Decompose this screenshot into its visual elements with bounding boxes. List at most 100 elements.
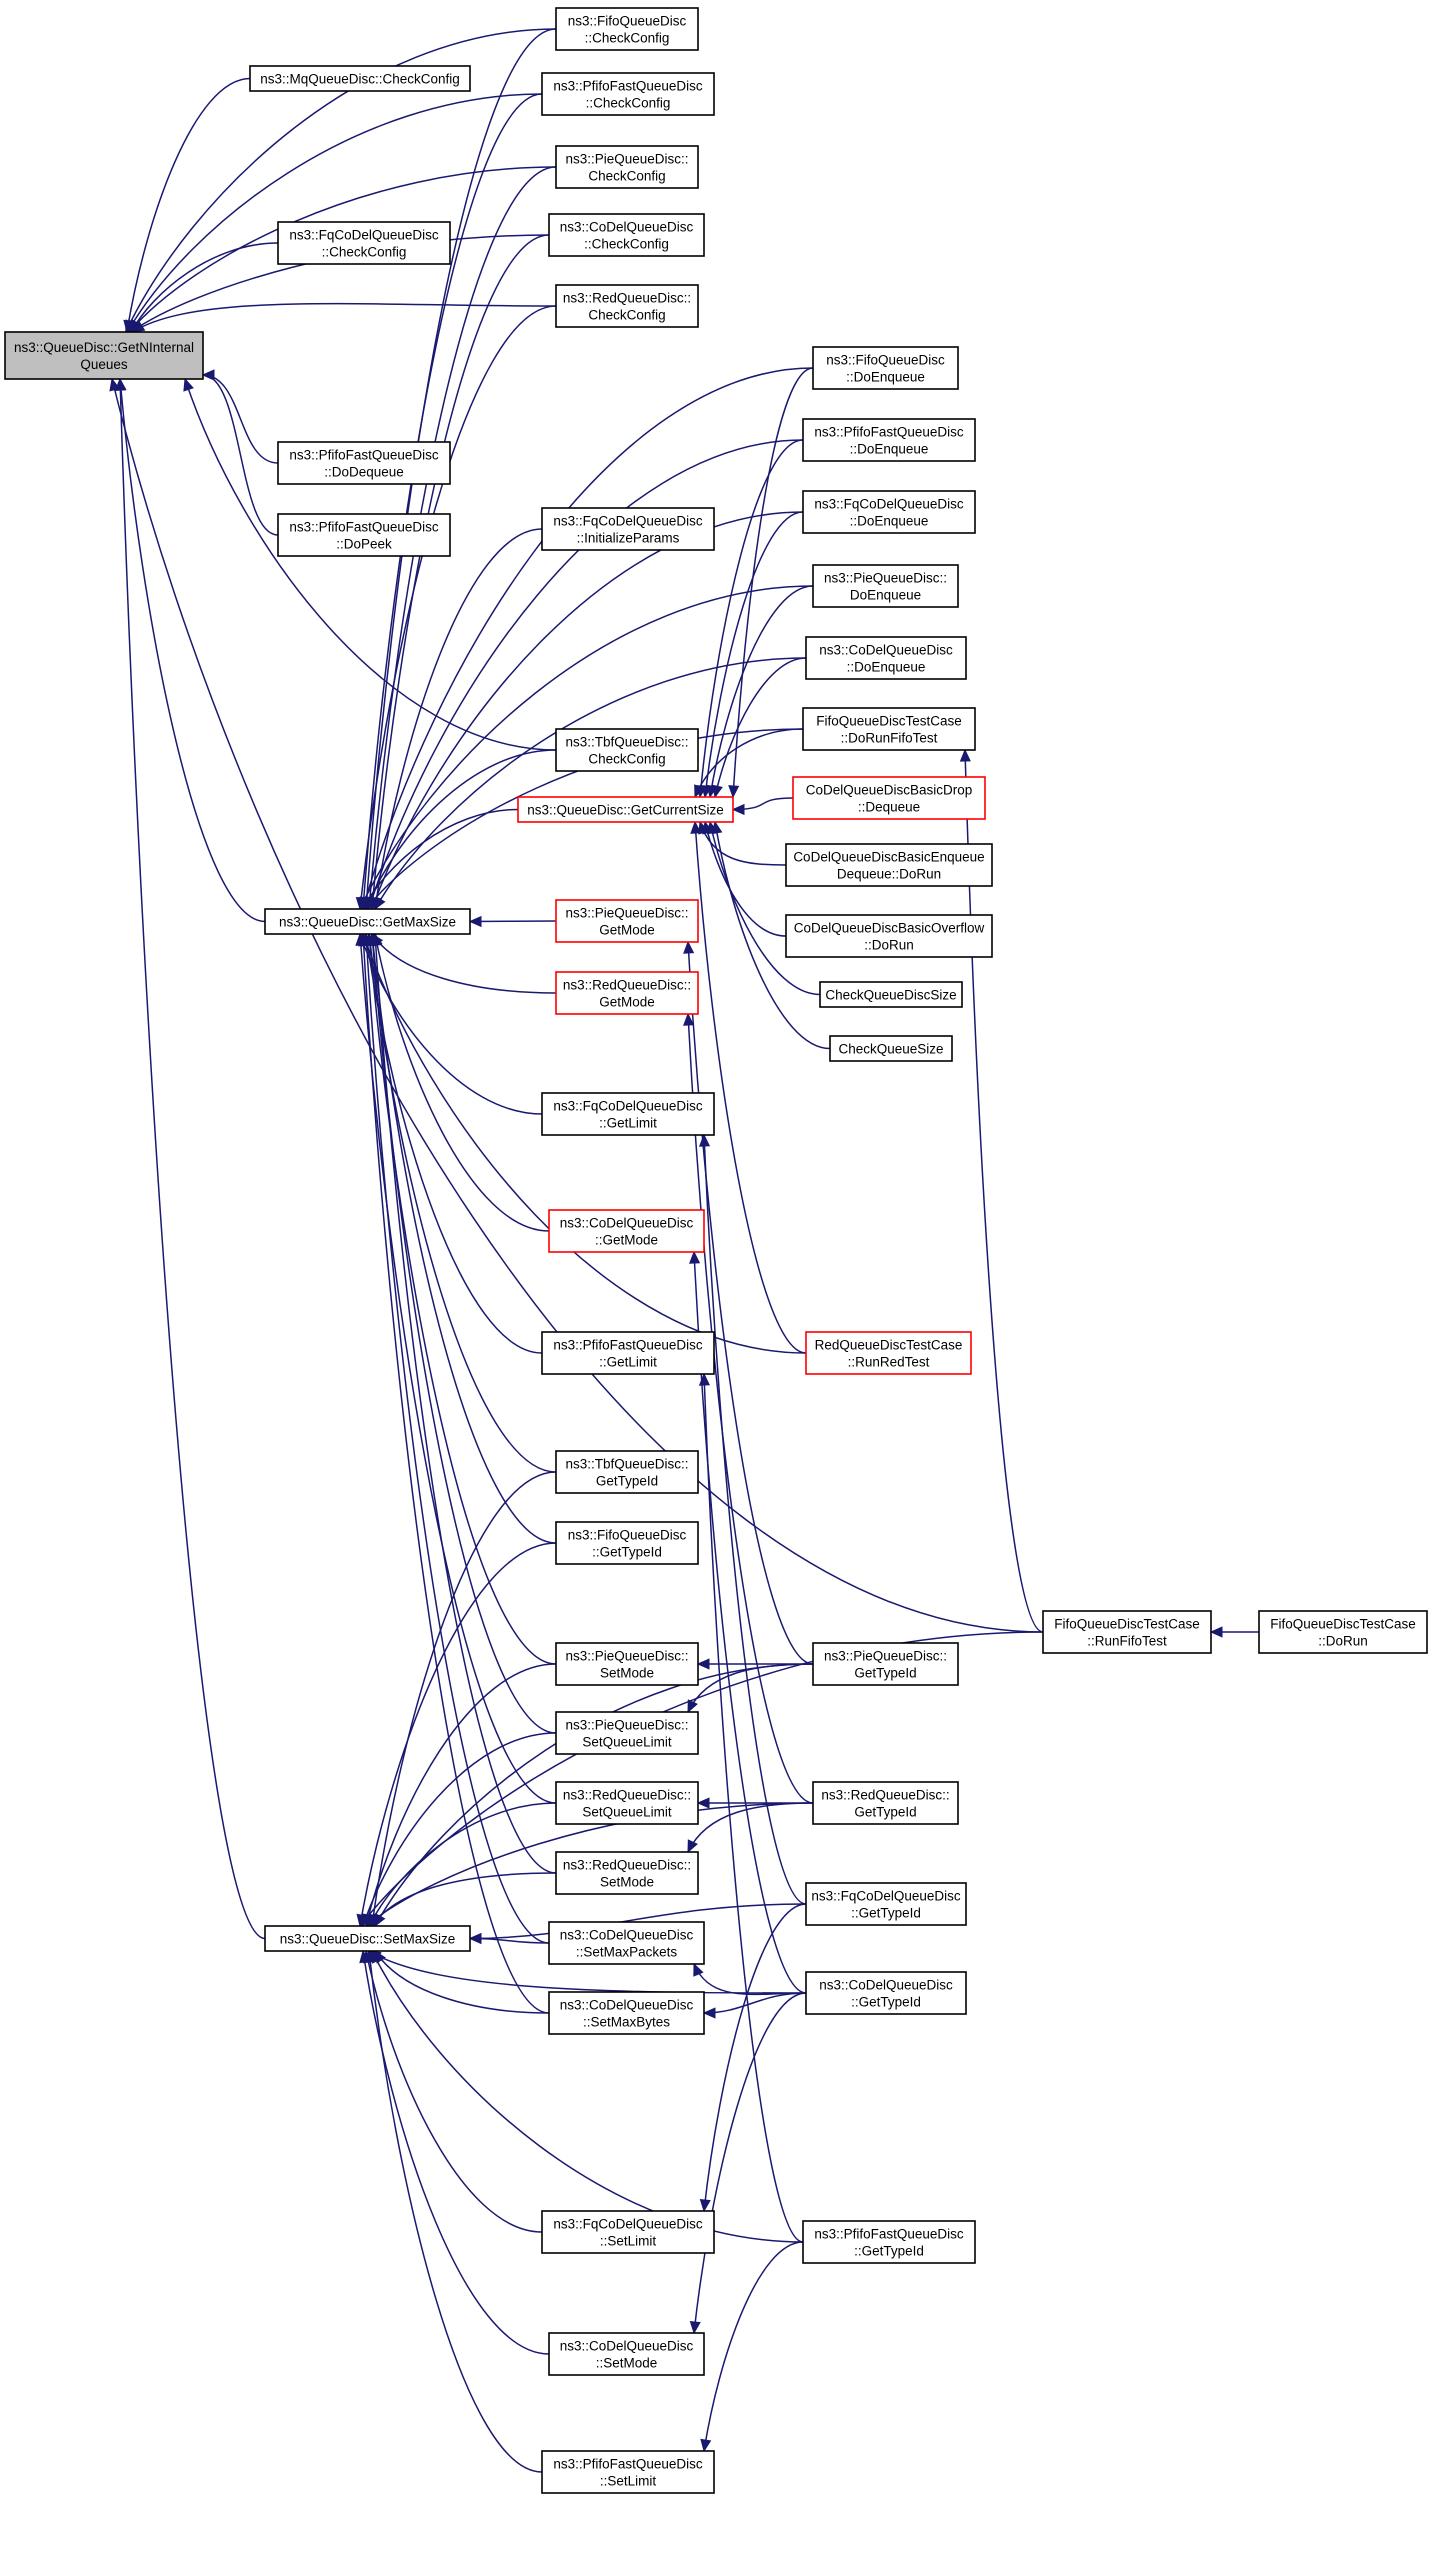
node-pf-deq[interactable]: ns3::PfifoFastQueueDisc::DoDequeue (277, 441, 451, 485)
node-box[interactable] (819, 981, 963, 1008)
node-box[interactable] (555, 1711, 699, 1755)
node-pie-gt[interactable]: ns3::PieQueueDisc::GetTypeId (812, 1642, 959, 1686)
node-box[interactable] (541, 72, 715, 116)
node-red-gm[interactable]: ns3::RedQueueDisc::GetMode (555, 971, 699, 1015)
node-box[interactable] (812, 1642, 959, 1686)
node-box[interactable] (555, 1851, 699, 1895)
node-box[interactable] (541, 1092, 715, 1136)
node-codel-cc[interactable]: ns3::CoDelQueueDisc::CheckConfig (548, 213, 705, 257)
node-box[interactable] (805, 1331, 972, 1375)
node-box[interactable] (555, 899, 699, 943)
node-box[interactable] (555, 971, 699, 1015)
node-chk-qs[interactable]: CheckQueueSize (829, 1035, 953, 1062)
node-box[interactable] (805, 1882, 967, 1926)
node-tbf-gt[interactable]: ns3::TbfQueueDisc::GetTypeId (555, 1450, 699, 1494)
node-box[interactable] (829, 1035, 953, 1062)
node-box[interactable] (548, 1921, 705, 1965)
node-tbf-cc[interactable]: ns3::TbfQueueDisc::CheckConfig (555, 728, 699, 772)
node-box[interactable] (555, 1781, 699, 1825)
node-pff-sl[interactable]: ns3::PfifoFastQueueDisc::SetLimit (541, 2450, 715, 2494)
node-box[interactable] (555, 284, 699, 328)
node-box[interactable] (812, 564, 959, 608)
node-pff-enq[interactable]: ns3::PfifoFastQueueDisc::DoEnqueue (802, 418, 976, 462)
node-setmax[interactable]: ns3::QueueDisc::SetMaxSize (264, 1925, 471, 1952)
node-codel-gt[interactable]: ns3::CoDelQueueDisc::GetTypeId (805, 1971, 967, 2015)
node-box[interactable] (1042, 1610, 1212, 1654)
node-mq-cc[interactable]: ns3::MqQueueDisc::CheckConfig (249, 65, 471, 92)
node-box[interactable] (555, 7, 699, 51)
node-pff-cc[interactable]: ns3::PfifoFastQueueDisc::CheckConfig (541, 72, 715, 116)
node-fq-enq[interactable]: ns3::FqCoDelQueueDisc::DoEnqueue (802, 490, 976, 534)
node-box[interactable] (541, 507, 715, 551)
node-fq-cc[interactable]: ns3::FqCoDelQueueDisc::CheckConfig (277, 221, 451, 265)
node-box[interactable] (277, 513, 451, 557)
node-box[interactable] (277, 221, 451, 265)
node-pie-sm[interactable]: ns3::PieQueueDisc::SetMode (555, 1642, 699, 1686)
node-box[interactable] (785, 843, 993, 887)
node-getcur[interactable]: ns3::QueueDisc::GetCurrentSize (517, 796, 734, 823)
node-box[interactable] (264, 1925, 471, 1952)
node-box[interactable] (555, 1642, 699, 1686)
node-box[interactable] (792, 776, 986, 820)
node-box[interactable] (277, 441, 451, 485)
node-box[interactable] (805, 636, 967, 680)
node-pie-enq[interactable]: ns3::PieQueueDisc::DoEnqueue (812, 564, 959, 608)
node-codel-sm[interactable]: ns3::CoDelQueueDisc::SetMode (548, 2332, 705, 2376)
node-pff-gl[interactable]: ns3::PfifoFastQueueDisc::GetLimit (541, 1331, 715, 1375)
node-box[interactable] (785, 914, 993, 958)
node-pff-gt[interactable]: ns3::PfifoFastQueueDisc::GetTypeId (802, 2220, 976, 2264)
node-fifo-dorun[interactable]: FifoQueueDiscTestCase::DoRun (1258, 1610, 1428, 1654)
node-cd-drop[interactable]: CoDelQueueDiscBasicDrop::Dequeue (792, 776, 986, 820)
node-red-sql[interactable]: ns3::RedQueueDisc::SetQueueLimit (555, 1781, 699, 1825)
node-box[interactable] (802, 490, 976, 534)
node-fq-init[interactable]: ns3::FqCoDelQueueDisc::InitializeParams (541, 507, 715, 551)
node-fifo-run[interactable]: FifoQueueDiscTestCase::RunFifoTest (1042, 1610, 1212, 1654)
node-box[interactable] (555, 145, 699, 189)
node-box[interactable] (517, 796, 734, 823)
node-box[interactable] (1258, 1610, 1428, 1654)
node-box[interactable] (541, 2210, 715, 2254)
node-box[interactable] (812, 346, 959, 390)
node-codel-smp[interactable]: ns3::CoDelQueueDisc::SetMaxPackets (548, 1921, 705, 1965)
node-box[interactable] (812, 1781, 959, 1825)
node-cd-ovf[interactable]: CoDelQueueDiscBasicOverflow::DoRun (785, 914, 993, 958)
node-pie-sql[interactable]: ns3::PieQueueDisc::SetQueueLimit (555, 1711, 699, 1755)
node-box[interactable] (802, 2220, 976, 2264)
node-box[interactable] (548, 2332, 705, 2376)
node-fifo-cc[interactable]: ns3::FifoQueueDisc::CheckConfig (555, 7, 699, 51)
node-fifo-enq[interactable]: ns3::FifoQueueDisc::DoEnqueue (812, 346, 959, 390)
node-codel-smb[interactable]: ns3::CoDelQueueDisc::SetMaxBytes (548, 1991, 705, 2035)
node-red-sm[interactable]: ns3::RedQueueDisc::SetMode (555, 1851, 699, 1895)
node-box[interactable] (4, 331, 204, 380)
node-codel-gm[interactable]: ns3::CoDelQueueDisc::GetMode (548, 1209, 705, 1253)
node-fq-sl[interactable]: ns3::FqCoDelQueueDisc::SetLimit (541, 2210, 715, 2254)
node-box[interactable] (548, 1209, 705, 1253)
node-codel-enq[interactable]: ns3::CoDelQueueDisc::DoEnqueue (805, 636, 967, 680)
node-box[interactable] (555, 1521, 699, 1565)
node-box[interactable] (555, 1450, 699, 1494)
node-pie-gm[interactable]: ns3::PieQueueDisc::GetMode (555, 899, 699, 943)
node-red-gt[interactable]: ns3::RedQueueDisc::GetTypeId (812, 1781, 959, 1825)
node-fifo-test[interactable]: FifoQueueDiscTestCase::DoRunFifoTest (802, 707, 976, 751)
node-box[interactable] (264, 908, 471, 935)
node-box[interactable] (548, 1991, 705, 2035)
node-fq-gl[interactable]: ns3::FqCoDelQueueDisc::GetLimit (541, 1092, 715, 1136)
node-pf-peek[interactable]: ns3::PfifoFastQueueDisc::DoPeek (277, 513, 451, 557)
node-box[interactable] (541, 1331, 715, 1375)
node-box[interactable] (805, 1971, 967, 2015)
node-fifo-gt[interactable]: ns3::FifoQueueDisc::GetTypeId (555, 1521, 699, 1565)
node-red-test[interactable]: RedQueueDiscTestCase::RunRedTest (805, 1331, 972, 1375)
node-red-cc[interactable]: ns3::RedQueueDisc::CheckConfig (555, 284, 699, 328)
node-box[interactable] (802, 418, 976, 462)
node-pie-cc[interactable]: ns3::PieQueueDisc::CheckConfig (555, 145, 699, 189)
node-box[interactable] (249, 65, 471, 92)
node-box[interactable] (555, 728, 699, 772)
node-getmax[interactable]: ns3::QueueDisc::GetMaxSize (264, 908, 471, 935)
node-box[interactable] (802, 707, 976, 751)
node-fq-gt[interactable]: ns3::FqCoDelQueueDisc::GetTypeId (805, 1882, 967, 1926)
node-chk-qds[interactable]: CheckQueueDiscSize (819, 981, 963, 1008)
node-box[interactable] (548, 213, 705, 257)
node-box[interactable] (541, 2450, 715, 2494)
